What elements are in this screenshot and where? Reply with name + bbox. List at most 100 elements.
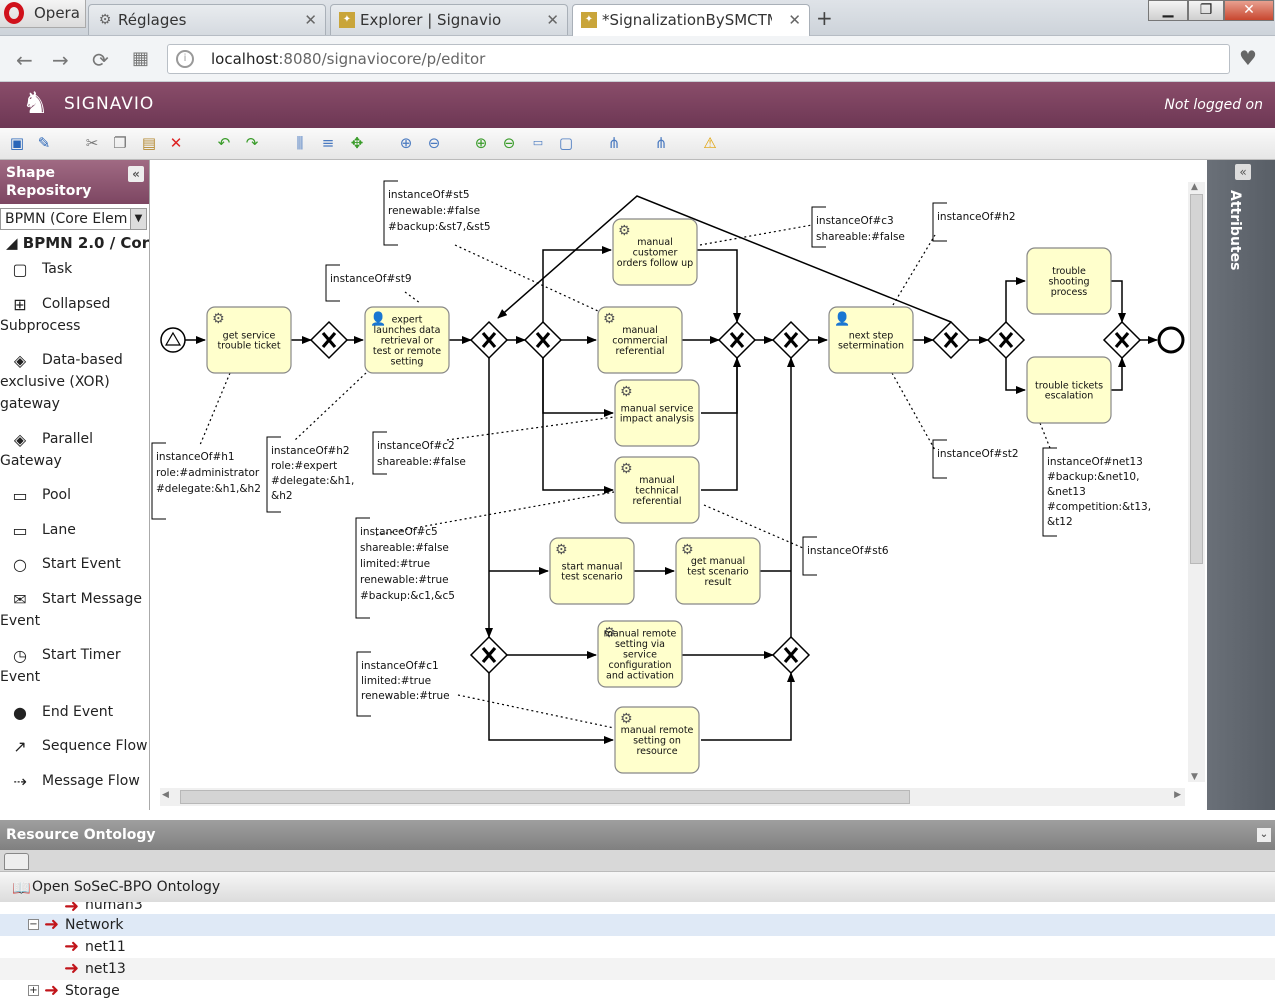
site-info-icon[interactable]: i (176, 50, 194, 68)
ontology-tab[interactable] (4, 853, 29, 870)
xor-gateway[interactable] (309, 320, 349, 360)
shape-start-timer[interactable]: ◷Start Timer Event (0, 644, 149, 688)
start-event[interactable] (160, 327, 186, 353)
add-docker-icon[interactable]: ⊕ (399, 134, 413, 152)
xor-gateway[interactable] (469, 635, 509, 675)
text-annotation[interactable]: instanceOf#st5renewable:#false#backup:&s… (383, 180, 491, 246)
back-icon[interactable]: ← (16, 48, 33, 72)
align-vertical-icon[interactable]: ⫼ (296, 134, 304, 152)
sequence-flow[interactable] (1005, 277, 1026, 322)
redo-icon[interactable]: ↷ (245, 134, 259, 152)
collapse-node-icon[interactable]: − (28, 919, 39, 930)
sequence-flow[interactable] (697, 249, 741, 323)
tree-item-human3[interactable]: ➜ human3 (0, 902, 1275, 914)
tab-editor[interactable]: ✦ *SignalizationBySMCTMC - ✕ (572, 4, 810, 36)
zoom-in-icon[interactable]: ⊕ (474, 134, 488, 152)
tab-explorer[interactable]: ✦ Explorer | Signavio ✕ (330, 4, 568, 35)
sequence-flow[interactable] (701, 357, 741, 491)
shape-xor-gateway[interactable]: ◈Data-based exclusive (XOR) gateway (0, 349, 149, 415)
xor-gateway[interactable] (986, 320, 1026, 360)
shape-end-event[interactable]: ●End Event (0, 701, 149, 723)
sequence-flow[interactable] (701, 672, 795, 741)
xor-gateway[interactable] (771, 320, 811, 360)
attributes-label[interactable]: Attributes (1227, 190, 1243, 271)
close-icon[interactable]: ✕ (788, 11, 801, 29)
tree-item-storage[interactable]: + ➜ Storage (0, 980, 1275, 1002)
opera-menu-button[interactable]: Opera (0, 0, 86, 28)
association-line[interactable] (454, 244, 599, 312)
close-icon[interactable]: ✕ (304, 11, 317, 29)
association-line[interactable] (294, 372, 367, 441)
tree-item-network[interactable]: − ➜ Network (0, 914, 1275, 936)
layout-icon[interactable]: ⋔ (607, 134, 621, 152)
align-horizontal-icon[interactable]: ≡ (321, 134, 335, 152)
xor-gateway[interactable] (469, 320, 509, 360)
sequence-flow[interactable] (1111, 280, 1126, 323)
sequence-flow[interactable] (542, 358, 614, 494)
address-field[interactable]: i localhost:8080/signaviocore/p/editor (167, 44, 1230, 74)
sequence-flow[interactable] (497, 195, 952, 323)
xor-gateway[interactable] (931, 320, 971, 360)
shape-message-flow[interactable]: ⇢Message Flow (0, 770, 149, 792)
collapse-left-icon[interactable]: « (128, 166, 144, 182)
association-line[interactable] (375, 491, 615, 536)
association-line[interactable] (892, 234, 936, 306)
window-close-icon[interactable]: ✕ (1224, 0, 1274, 21)
text-annotation[interactable]: instanceOf#net13#backup:&net10,&net13#co… (1042, 447, 1151, 537)
save-as-icon[interactable]: ✎ (37, 134, 51, 152)
vertical-scrollbar[interactable]: ▲ ▼ (1188, 182, 1205, 782)
tree-item-net13[interactable]: ➜ net13 (0, 958, 1275, 980)
chevron-down-icon[interactable]: ▼ (130, 209, 146, 229)
sequence-flow[interactable] (701, 358, 738, 414)
syntax-check-icon[interactable]: ⚠ (703, 134, 717, 152)
zoom-100-icon[interactable]: ▭ (532, 136, 544, 149)
end-event[interactable] (1157, 326, 1185, 354)
stencil-set-select[interactable]: BPMN (Core Elem ▼ (0, 208, 147, 230)
bookmark-heart-icon[interactable]: ♥ (1239, 46, 1257, 70)
xor-gateway[interactable] (1102, 320, 1142, 360)
association-line[interactable] (1039, 422, 1051, 449)
shape-sequence-flow[interactable]: ↗Sequence Flow (0, 735, 149, 757)
association-line[interactable] (891, 372, 936, 451)
text-annotation[interactable]: instanceOf#st2 (932, 439, 1019, 479)
shape-parallel-gateway[interactable]: ◈Parallel Gateway (0, 428, 149, 472)
shape-pool[interactable]: ▭Pool (0, 484, 149, 506)
cut-icon[interactable]: ✂ (85, 134, 99, 152)
xor-gateway[interactable] (771, 635, 811, 675)
sequence-flow[interactable] (1005, 358, 1026, 394)
text-annotation[interactable]: instanceOf#st6 (802, 536, 889, 576)
text-annotation[interactable]: instanceOf#st9 (325, 264, 412, 302)
shape-lane[interactable]: ▭Lane (0, 519, 149, 541)
new-tab-icon[interactable]: + (816, 6, 833, 30)
sequence-flow[interactable] (1111, 357, 1126, 391)
maximize-icon[interactable]: ❐ (1188, 0, 1224, 21)
xor-gateway[interactable] (523, 320, 563, 360)
remove-docker-icon[interactable]: ⊖ (427, 134, 441, 152)
shape-task[interactable]: ▢Task (0, 258, 149, 280)
shape-subprocess[interactable]: ⊞Collapsed Subprocess (0, 293, 149, 337)
arrange-icon[interactable]: ✥ (350, 134, 364, 152)
collapse-bottom-icon[interactable]: ⌄ (1257, 828, 1271, 842)
shape-start-event[interactable]: ○Start Event (0, 553, 149, 575)
sequence-flow[interactable] (488, 673, 614, 744)
association-line[interactable] (699, 224, 813, 246)
undo-icon[interactable]: ↶ (217, 134, 231, 152)
stencil-group[interactable]: ◢ BPMN 2.0 / Cor (6, 234, 150, 252)
zoom-fit-icon[interactable]: ▢ (558, 134, 574, 152)
xor-gateway[interactable] (717, 320, 757, 360)
association-line[interactable] (404, 291, 421, 304)
layout-alt-icon[interactable]: ⋔ (654, 134, 668, 152)
shape-start-message[interactable]: ✉Start Message Event (0, 588, 149, 632)
tab-settings[interactable]: ⚙ Réglages ✕ (88, 4, 326, 35)
